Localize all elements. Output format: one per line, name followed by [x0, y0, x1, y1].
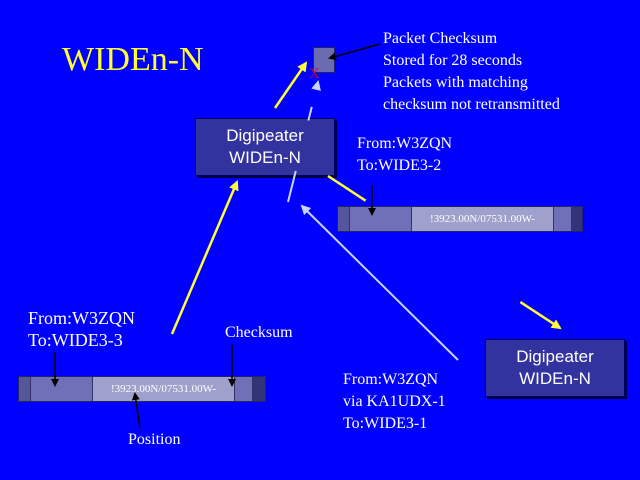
- diagram-title: WIDEn-N: [62, 41, 204, 78]
- packet-top-flag-segment: [572, 207, 582, 231]
- packet-left: !3923.00N/07531.00W-: [18, 376, 266, 402]
- digipeater-top-line1: Digipeater: [226, 126, 304, 145]
- route-note-line2: via KA1UDX-1: [343, 393, 446, 410]
- packet-top-address-segment: [350, 207, 412, 231]
- checksum-note-line1: Packet Checksum: [383, 30, 498, 47]
- digipeater-right-box: Digipeater WIDEn-N: [485, 339, 625, 397]
- packet-left-payload: !3923.00N/07531.00W-: [93, 377, 235, 401]
- packet-top-checksum-segment: [554, 207, 572, 231]
- packet-top-to: To:WIDE3-2: [357, 157, 442, 174]
- position-label: Position: [128, 431, 181, 448]
- arrow-digi-to-store: [273, 61, 308, 109]
- digipeater-right-line2: WIDEn-N: [519, 369, 591, 388]
- packet-left-header-segment: [19, 377, 31, 401]
- route-note-line1: From:W3ZQN: [343, 371, 439, 388]
- checksum-note-line3: Packets with matching: [383, 74, 528, 91]
- packet-left-address-segment: [31, 377, 93, 401]
- digipeater-right-line1: Digipeater: [516, 347, 594, 366]
- packet-left-flag-segment: [253, 377, 265, 401]
- arrow-route-to-digi: [300, 204, 459, 361]
- packet-left-checksum-segment: [235, 377, 253, 401]
- checksum-note-line2: Stored for 28 seconds: [383, 52, 523, 69]
- arrow-digi-to-right-digi: [327, 174, 562, 330]
- packet-top: !3923.00N/07531.00W-: [337, 206, 583, 232]
- digipeater-top-box: Digipeater WIDEn-N: [195, 118, 335, 176]
- arrow-left-to-digi: [170, 180, 239, 335]
- digipeater-top-line2: WIDEn-N: [229, 148, 301, 167]
- arrow-note-pointer: [328, 43, 381, 61]
- arrow-packet-to-store: [287, 80, 321, 203]
- packet-left-from: From:W3ZQN: [28, 308, 135, 328]
- packet-top-payload: !3923.00N/07531.00W-: [412, 207, 554, 231]
- packet-left-to: To:WIDE3-3: [28, 330, 123, 350]
- packet-top-header-segment: [338, 207, 350, 231]
- arrow-position-label-to-payload: [131, 392, 141, 429]
- x-mark: X: [309, 66, 320, 82]
- checksum-label: Checksum: [225, 324, 293, 341]
- packet-top-from: From:W3ZQN: [357, 135, 453, 152]
- route-note-line3: To:WIDE3-1: [343, 415, 428, 432]
- checksum-note-line4: checksum not retransmitted: [383, 96, 560, 113]
